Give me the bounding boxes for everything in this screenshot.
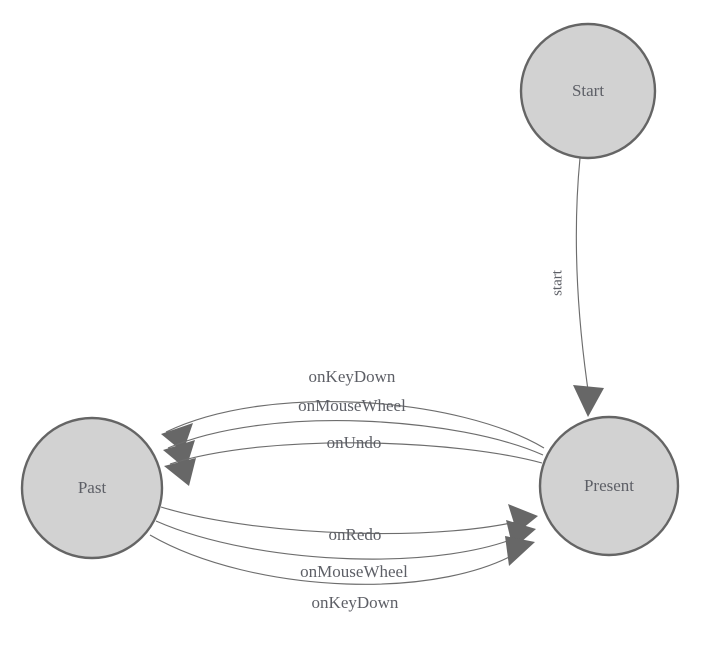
node-start-circle <box>519 22 657 160</box>
node-past-circle <box>20 416 164 560</box>
edge-label-start: start <box>549 269 565 296</box>
node-present-label: Present <box>584 476 634 495</box>
edge-label-onredo: onRedo <box>329 525 382 544</box>
edge-start-to-present[interactable] <box>573 157 604 417</box>
edge-onmousewheel-up-path <box>167 420 544 456</box>
edge-label-onkeydown-down: onKeyDown <box>312 593 399 612</box>
edge-past-to-present-onkeydown[interactable] <box>149 534 535 585</box>
edge-label-onmousewheel-down: onMouseWheel <box>300 562 408 581</box>
node-present[interactable]: Present <box>538 415 680 557</box>
edge-onundo-path <box>169 442 543 465</box>
node-start[interactable]: Start <box>519 22 657 160</box>
edge-start-path <box>575 157 589 391</box>
edge-onredo-path <box>160 506 532 535</box>
edge-label-onmousewheel-up: onMouseWheel <box>298 396 406 415</box>
arrowhead-onundo <box>164 458 196 486</box>
node-present-circle <box>538 415 680 557</box>
node-past-label: Past <box>78 478 107 497</box>
arrowhead-start-to-present <box>573 385 604 417</box>
edge-onkeydown-down-path <box>149 534 529 585</box>
edge-present-to-past-onundo[interactable] <box>164 442 543 486</box>
edge-onkeydown-up-path <box>165 400 545 449</box>
edge-onmousewheel-down-path <box>155 520 530 560</box>
node-past[interactable]: Past <box>20 416 164 560</box>
arrowhead-onkeydown-down <box>505 536 535 566</box>
edge-label-onkeydown-up: onKeyDown <box>309 367 396 386</box>
node-start-label: Start <box>572 81 604 100</box>
edge-label-onundo: onUndo <box>327 433 382 452</box>
